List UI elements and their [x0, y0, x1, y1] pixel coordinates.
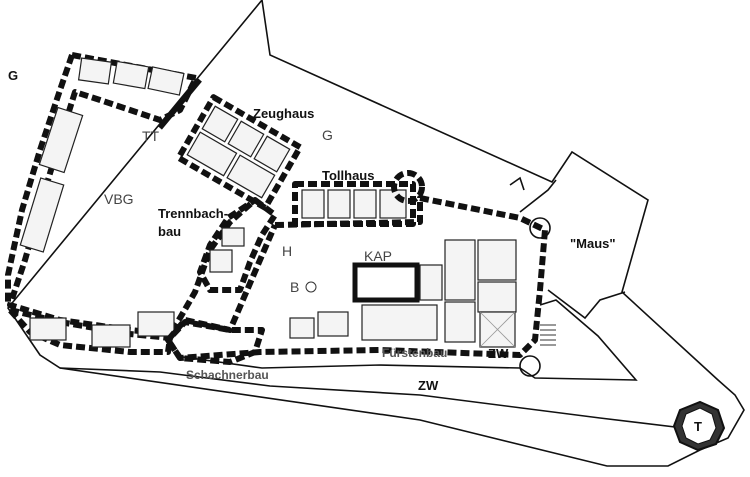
label-zw-outer: ZW — [418, 378, 439, 393]
east-corner-tower-top — [529, 217, 551, 239]
label-tt: TT — [142, 128, 160, 144]
label-trennbach-line1: Trennbach- — [158, 206, 228, 221]
schachnerbau-wall — [165, 319, 265, 365]
stairs — [540, 324, 556, 346]
outer-perimeter-wall — [7, 0, 745, 467]
west-room-1 — [77, 57, 113, 85]
label-zw-inner: ZW — [488, 346, 509, 361]
tollhaus-tower — [391, 170, 425, 204]
maus-bastion — [519, 179, 626, 320]
maus-link — [509, 176, 525, 191]
label-kap: KAP — [364, 248, 392, 264]
label-tollhaus: Tollhaus — [322, 168, 374, 183]
southwest-room-1 — [29, 317, 67, 341]
label-zeughaus: Zeughaus — [253, 106, 314, 121]
vorburg-wall — [7, 52, 257, 337]
west-wing-outer — [5, 54, 75, 305]
tt-tower — [158, 78, 202, 130]
west-room-3 — [147, 66, 185, 96]
label-fuerstenbau: Fürstenbau — [382, 346, 447, 360]
label-vbg: VBG — [104, 191, 134, 207]
label-maus: "Maus" — [570, 236, 616, 251]
southwest-room-2 — [91, 324, 131, 348]
label-t: T — [694, 419, 702, 434]
fuerstenbau-block — [289, 304, 516, 348]
west-room-4 — [38, 106, 84, 174]
tower-t — [672, 400, 726, 452]
west-room-5 — [19, 177, 65, 253]
forecourt-band-lower — [59, 367, 701, 431]
label-trennbach-line2: bau — [158, 224, 181, 239]
trennbachbau-wall — [197, 197, 278, 293]
southwest-room-3 — [137, 311, 175, 337]
main-castle-wall — [165, 195, 548, 361]
zeughaus-building — [175, 94, 304, 211]
east-corner-tower-bottom — [519, 355, 541, 377]
west-room-2 — [112, 60, 150, 90]
kapelle-block — [352, 239, 517, 343]
label-h: H — [282, 243, 292, 259]
forecourt-band — [175, 299, 638, 381]
well-symbol — [305, 281, 317, 293]
label-b: B — [290, 279, 299, 295]
label-g-left: G — [8, 68, 18, 83]
label-schachnerbau: Schachnerbau — [186, 368, 269, 382]
label-g-right: G — [322, 127, 333, 143]
